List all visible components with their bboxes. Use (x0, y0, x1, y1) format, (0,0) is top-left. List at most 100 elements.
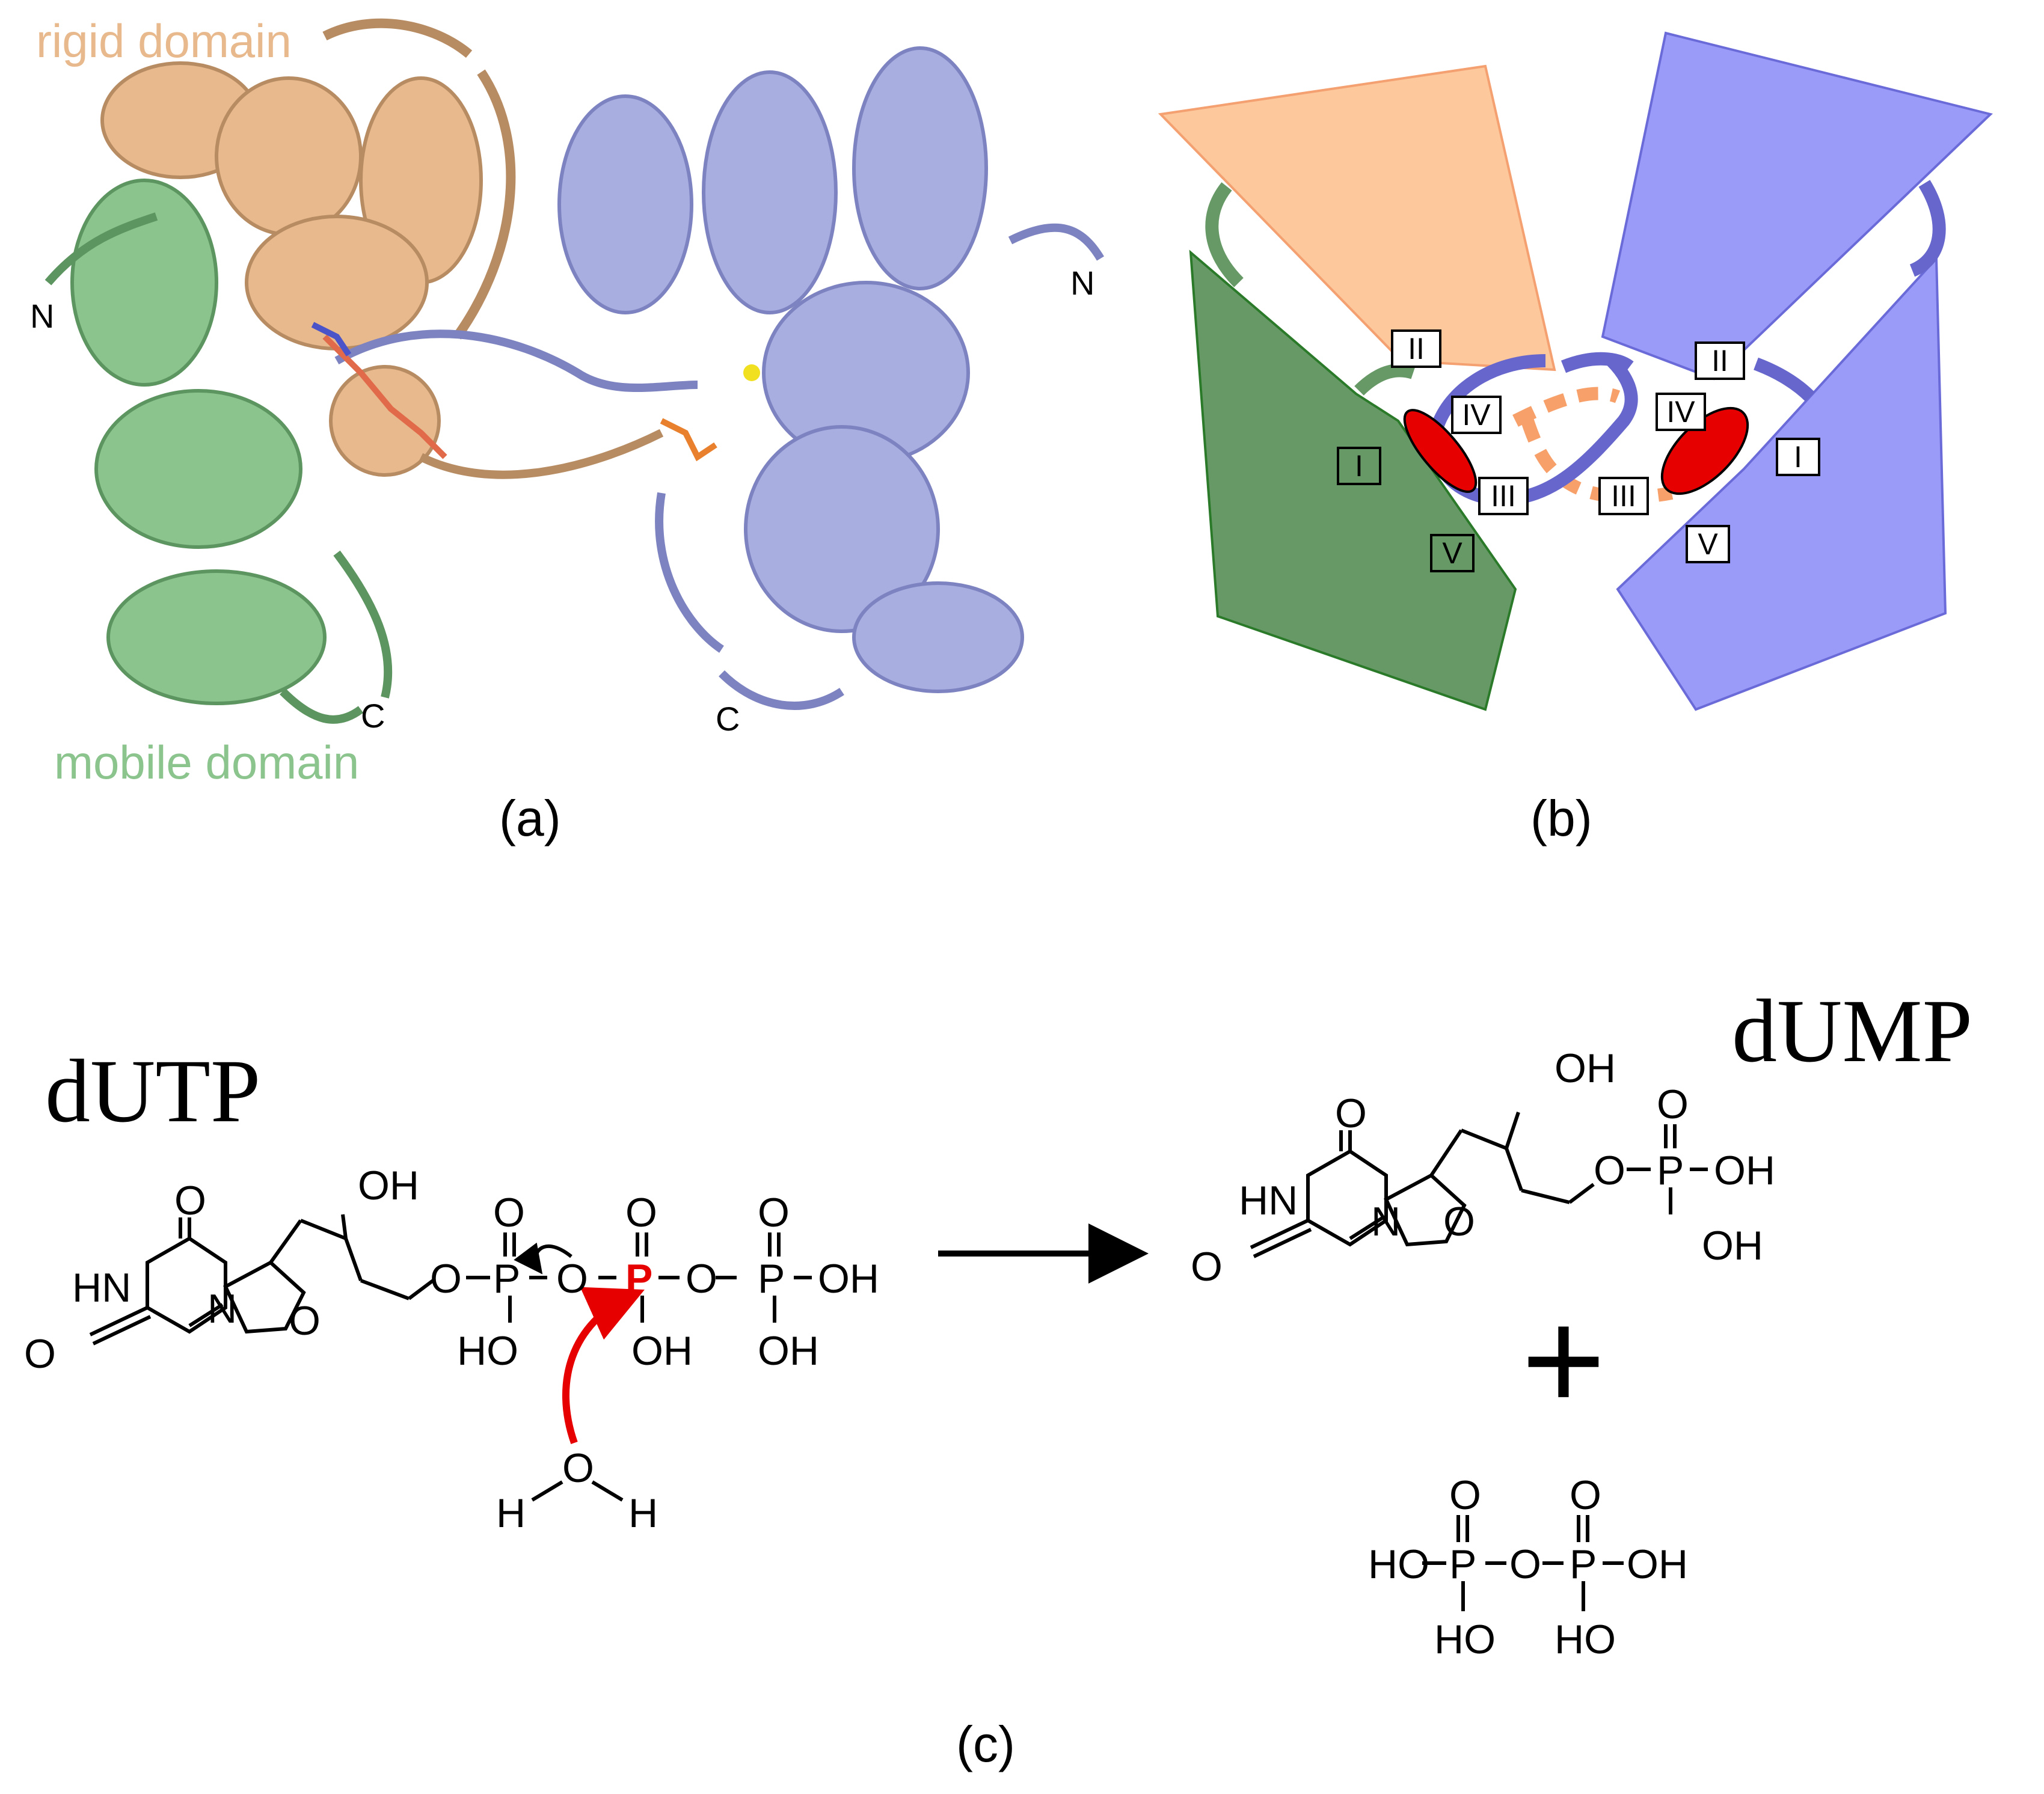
motif-i-right: I (1794, 440, 1802, 474)
atom-o: O (1509, 1541, 1541, 1587)
atom-ho: HO (1434, 1617, 1496, 1662)
motif-box (1337, 447, 1381, 485)
atom-p: P (1657, 1148, 1684, 1193)
green-linker (1205, 182, 1244, 287)
mobile-domain-label: mobile domain (54, 736, 359, 789)
atom-o: O (289, 1298, 321, 1344)
rigid-domain-ribbon (100, 18, 664, 479)
atom-ho: HO (457, 1328, 518, 1374)
panel-c-label: (c) (956, 1716, 1015, 1772)
rigid-domain-label: rigid domain (36, 14, 292, 67)
atom-o: O (758, 1190, 790, 1235)
blue-linker-right (1909, 180, 1946, 277)
atom-p: P (1449, 1541, 1476, 1587)
motif-iv-left: IV (1462, 398, 1491, 432)
plus-sign: + (1521, 1279, 1606, 1440)
atom-o: O (625, 1190, 657, 1235)
atom-o: O (556, 1256, 588, 1302)
atom-o: O (1443, 1199, 1475, 1244)
nucleophilic-attack-arrow (562, 1287, 645, 1444)
motif-box (1478, 477, 1529, 515)
panel-a: rigid domain mobile domain N C C N (a) (30, 14, 1105, 846)
atom-hn: HN (72, 1265, 131, 1311)
atom-o: O (1449, 1472, 1481, 1518)
atom-o: O (686, 1256, 717, 1302)
motif-i-left: I (1355, 449, 1363, 483)
motif-v-right: V (1698, 527, 1718, 561)
c-terminus-right: C (716, 700, 740, 738)
pyrophosphate-structure (1422, 1515, 1624, 1611)
panel-a-label: (a) (499, 790, 561, 846)
partner-domain-lower (1616, 255, 1947, 711)
motif-iii-left: III (1491, 479, 1516, 513)
motif-box (1598, 477, 1649, 515)
blue-loop-tail (1561, 352, 1634, 373)
atom-o: O (493, 1190, 525, 1235)
panel-c: dUTP dUMP (24, 981, 1972, 1772)
motif-box (1430, 534, 1475, 572)
atom-o: O (1594, 1148, 1625, 1193)
motif-ii-right: II (1711, 344, 1728, 378)
atom-ho: HO (1368, 1541, 1429, 1587)
dutp-title: dUTP (45, 1041, 260, 1141)
atom-oh: OH (818, 1256, 879, 1302)
atom-o: O (1191, 1244, 1223, 1290)
motif-labels: II IV I III V II IV I III V (1337, 329, 1820, 572)
atom-o: O (174, 1178, 206, 1223)
active-site-left (1403, 409, 1478, 493)
water-h-right: H (628, 1490, 658, 1536)
panel-b-label: (b) (1530, 790, 1592, 846)
atom-o: O (24, 1331, 56, 1377)
atom-p-attacked: P (625, 1256, 652, 1302)
motif-box (1686, 525, 1730, 563)
dump-title: dUMP (1732, 981, 1972, 1081)
atom-oh: OH (1554, 1045, 1616, 1091)
motif-box (1451, 396, 1502, 434)
atom-p: P (493, 1256, 520, 1302)
n-terminus-right: N (1070, 264, 1094, 302)
dutp-atoms: O HN N O O OH O P O HO O P O OH O P O OH… (24, 1163, 879, 1536)
motif-iv-right: IV (1666, 395, 1695, 429)
atom-p: P (1570, 1541, 1597, 1587)
rigid-domain-wedge (1158, 64, 1556, 372)
atom-o: O (1657, 1082, 1689, 1127)
motif-box (1656, 393, 1706, 431)
dutp-structure (89, 1214, 812, 1502)
atom-p: P (758, 1256, 785, 1302)
atom-oh: OH (631, 1328, 693, 1374)
atom-o: O (430, 1256, 462, 1302)
dump-atoms: O HN N O O OH O P O OH OH (1191, 1045, 1775, 1290)
water-o: O (562, 1445, 594, 1491)
atom-n: N (207, 1286, 237, 1332)
partner-subunit-ribbon (334, 46, 1105, 710)
mobile-domain-ribbon (45, 179, 393, 724)
motif-box (1391, 329, 1441, 368)
atom-o: O (1335, 1091, 1367, 1136)
dump-structure (1250, 1112, 1708, 1258)
pyrophosphate-atoms: O O HO P O P OH HO HO (1368, 1472, 1688, 1662)
ligand-sticks (311, 322, 760, 462)
atom-oh: OH (1627, 1541, 1688, 1587)
motif-iii-right: III (1611, 479, 1636, 513)
atom-hn: HN (1239, 1178, 1298, 1223)
blue-linker-motif-ii (1754, 357, 1815, 402)
panel-b: II IV I III V II IV I III V (b) (1158, 31, 1993, 846)
atom-ho: HO (1554, 1617, 1616, 1662)
c-terminus-left: C (361, 697, 385, 735)
mobile-domain-block (1189, 250, 1517, 711)
n-terminus-left: N (30, 297, 54, 335)
atom-oh: OH (758, 1328, 819, 1374)
motif-box (1695, 341, 1745, 380)
motif-box (1776, 438, 1820, 476)
atom-oh: OH (358, 1163, 419, 1208)
atom-n: N (1371, 1199, 1401, 1244)
atom-oh: OH (1714, 1148, 1775, 1193)
motif-v-left: V (1442, 536, 1462, 570)
water-h-left: H (496, 1490, 526, 1536)
atom-oh: OH (1702, 1223, 1763, 1269)
motif-ii-left: II (1408, 332, 1425, 366)
active-site-right (1660, 406, 1749, 495)
atom-o: O (1570, 1472, 1601, 1518)
